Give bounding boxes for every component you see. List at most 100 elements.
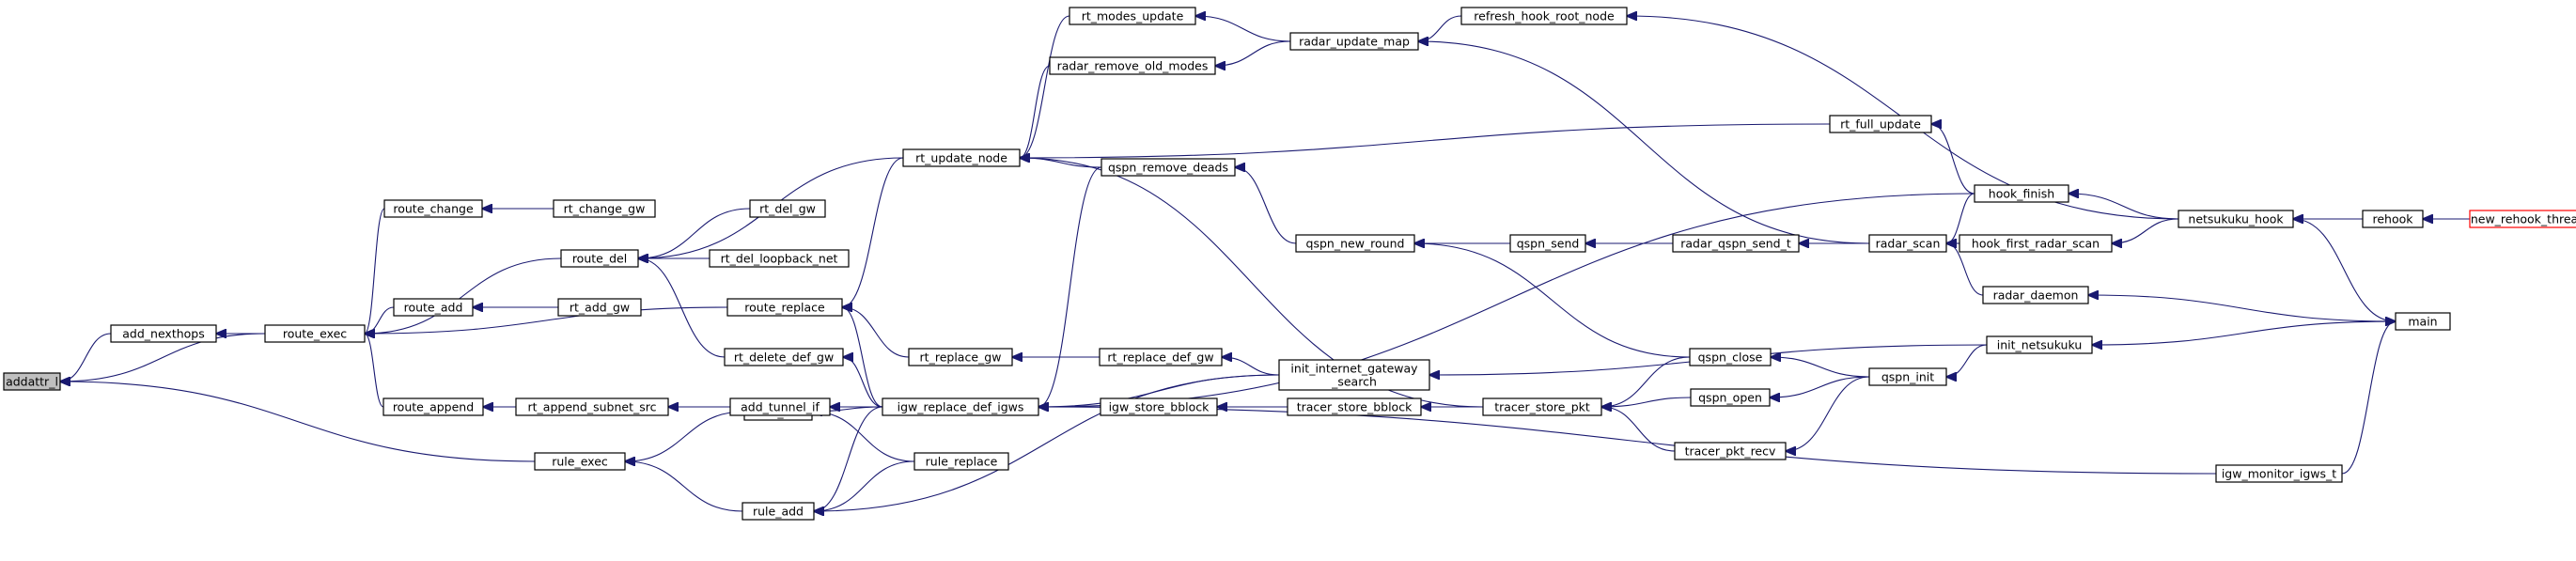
node-qspn-send[interactable]: qspn_send — [1509, 234, 1586, 253]
edge-route_exec-to-addattr_l — [60, 333, 266, 382]
node-rt-replace-gw[interactable]: rt_replace_gw — [908, 348, 1013, 366]
node-label: qspn_open — [1698, 391, 1762, 405]
node-box — [557, 298, 642, 317]
edge-rt_update_node-to-route_replace — [842, 157, 904, 307]
node-igw-replace-def-igws[interactable]: igw_replace_def_igws — [882, 397, 1039, 416]
edge-init_internet_gateway_search-to-igw_replace_def_igws — [1038, 374, 1280, 407]
node-rt-replace-def-gw[interactable]: rt_replace_def_gw — [1099, 348, 1223, 366]
node-box — [1069, 7, 1196, 25]
edge-netsukuku_hook-to-hook_first_radar_scan — [2112, 218, 2179, 243]
node-box — [264, 324, 366, 343]
node-rt-del-gw[interactable]: rt_del_gw — [749, 199, 826, 218]
node-qspn-new-round[interactable]: qspn_new_round — [1295, 234, 1415, 253]
node-hook-finish[interactable]: hook_finish — [1974, 184, 2069, 203]
node-box — [726, 298, 843, 317]
node-label: init_internet_gateway — [1290, 362, 1418, 376]
node-box — [515, 397, 669, 416]
node-netsukuku-hook[interactable]: netsukuku_hook — [2178, 210, 2294, 228]
node-label: rule_exec — [552, 455, 608, 469]
node-label: addattr_l — [6, 375, 58, 389]
node-box — [553, 199, 656, 218]
node-rule-replace[interactable]: rule_replace — [913, 452, 1009, 471]
node-box — [1959, 234, 2113, 253]
node-rt-update-node[interactable]: rt_update_node — [902, 148, 1021, 167]
node-init-netsukuku[interactable]: init_netsukuku — [1986, 335, 2093, 354]
node-radar-daemon[interactable]: radar_daemon — [1982, 286, 2089, 304]
node-qspn-remove-deads[interactable]: qspn_remove_deads — [1101, 158, 1236, 177]
node-label: route_add — [404, 301, 463, 315]
node-tracer-pkt-recv[interactable]: tracer_pkt_recv — [1674, 442, 1787, 460]
node-radar-scan[interactable]: radar_scan — [1868, 234, 1947, 253]
node-label: tracer_store_pkt — [1494, 400, 1590, 414]
node-rt-full-update[interactable]: rt_full_update — [1829, 115, 1932, 133]
node-rt-change-gw[interactable]: rt_change_gw — [553, 199, 656, 218]
node-label: rule_add — [753, 505, 804, 519]
node-route-exec[interactable]: route_exec — [264, 324, 366, 343]
node-rt-del-loopback-net[interactable]: rt_del_loopback_net — [709, 249, 850, 268]
node-tracer-store-bblock[interactable]: tracer_store_bblock — [1287, 397, 1422, 416]
node-box — [1674, 442, 1787, 460]
node-rule-exec[interactable]: rule_exec — [534, 452, 626, 471]
edge-main-to-init_netsukuku — [2092, 320, 2396, 345]
node-qspn-open[interactable]: qspn_open — [1690, 388, 1771, 407]
node-route-del[interactable]: route_del — [560, 249, 639, 268]
node-box — [1829, 115, 1932, 133]
node-rt-modes-update[interactable]: rt_modes_update — [1069, 7, 1196, 25]
node-radar-qspn-send-t[interactable]: radar_qspn_send_t — [1672, 234, 1800, 253]
node-tracer-store-pkt[interactable]: tracer_store_pkt — [1482, 397, 1602, 416]
node-label: rt_full_update — [1840, 117, 1921, 132]
node-refresh-hook-root-node[interactable]: refresh_hook_root_node — [1460, 7, 1628, 25]
edge-igw_replace_def_igws-to-rt_delete_def_gw — [843, 357, 883, 408]
node-init-internet-gateway-search[interactable]: init_internet_gateway_search — [1278, 359, 1430, 391]
node-igw-monitor-igws-t[interactable]: igw_monitor_igws_t — [2215, 464, 2343, 483]
node-box — [2362, 210, 2424, 228]
node-rt-delete-def-gw[interactable]: rt_delete_def_gw — [724, 348, 844, 366]
node-rule-add[interactable]: rule_add — [742, 502, 815, 521]
node-hook-first-radar-scan[interactable]: hook_first_radar_scan — [1959, 234, 2113, 253]
node-radar-remove-old-modes[interactable]: radar_remove_old_modes — [1049, 56, 1216, 75]
node-igw-store-bblock[interactable]: igw_store_bblock — [1100, 397, 1218, 416]
node-label: qspn_new_round — [1306, 237, 1405, 251]
edge-qspn_init-to-qspn_open — [1770, 376, 1870, 397]
node-rt-add-gw[interactable]: rt_add_gw — [557, 298, 642, 317]
node-box — [383, 199, 483, 218]
node-box — [1982, 286, 2089, 304]
node-label: igw_store_bblock — [1109, 400, 1210, 414]
edge-qspn_close-to-qspn_new_round — [1414, 243, 1691, 358]
edge-radar_daemon-to-radar_scan — [1946, 243, 1984, 296]
node-box — [2215, 464, 2343, 483]
node-route-append[interactable]: route_append — [382, 397, 484, 416]
node-qspn-init[interactable]: qspn_init — [1868, 367, 1947, 386]
node-label: route_replace — [744, 301, 825, 315]
node-label: igw_monitor_igws_t — [2222, 467, 2336, 481]
edge-rt_full_update-to-rt_update_node — [1020, 123, 1831, 158]
node-box — [1295, 234, 1415, 253]
node-rt-append-subnet-src[interactable]: rt_append_subnet_src — [515, 397, 669, 416]
node-radar-update-map[interactable]: radar_update_map — [1289, 32, 1419, 51]
edge-rt_replace_gw-to-route_replace — [842, 307, 910, 358]
edge-rt_del_gw-to-route_del — [638, 208, 751, 258]
edge-radar_remove_old_modes-to-rt_update_node — [1020, 65, 1051, 158]
node-main[interactable]: main — [2395, 312, 2451, 331]
edge-netsukuku_hook-to-hook_finish — [2069, 194, 2179, 220]
node-label: rt_modes_update — [1082, 9, 1184, 23]
node-route-change[interactable]: route_change — [383, 199, 483, 218]
node-new-rehook-thread[interactable]: new_rehook_thread — [2469, 210, 2576, 228]
node-label: rt_add_gw — [570, 301, 630, 315]
node-route-replace[interactable]: route_replace — [726, 298, 843, 317]
edge-qspn_new_round-to-qspn_remove_deads — [1235, 167, 1297, 244]
node-box — [882, 397, 1039, 416]
edge-refresh_hook_root_node-to-radar_update_map — [1418, 15, 1462, 41]
node-box — [709, 249, 850, 268]
node-add-tunnel-if[interactable]: add_tunnel_if — [729, 397, 831, 416]
node-rehook[interactable]: rehook — [2362, 210, 2424, 228]
node-addattr-l[interactable]: addattr_l — [3, 372, 61, 391]
node-route-add[interactable]: route_add — [393, 298, 474, 317]
node-label: add_tunnel_if — [741, 400, 820, 414]
edge-route_append-to-route_exec — [365, 334, 384, 408]
node-box — [1509, 234, 1586, 253]
node-add-nexthops[interactable]: add_nexthops — [110, 324, 217, 343]
node-label: rt_update_node — [915, 151, 1007, 165]
node-qspn-close[interactable]: qspn_close — [1689, 348, 1772, 366]
